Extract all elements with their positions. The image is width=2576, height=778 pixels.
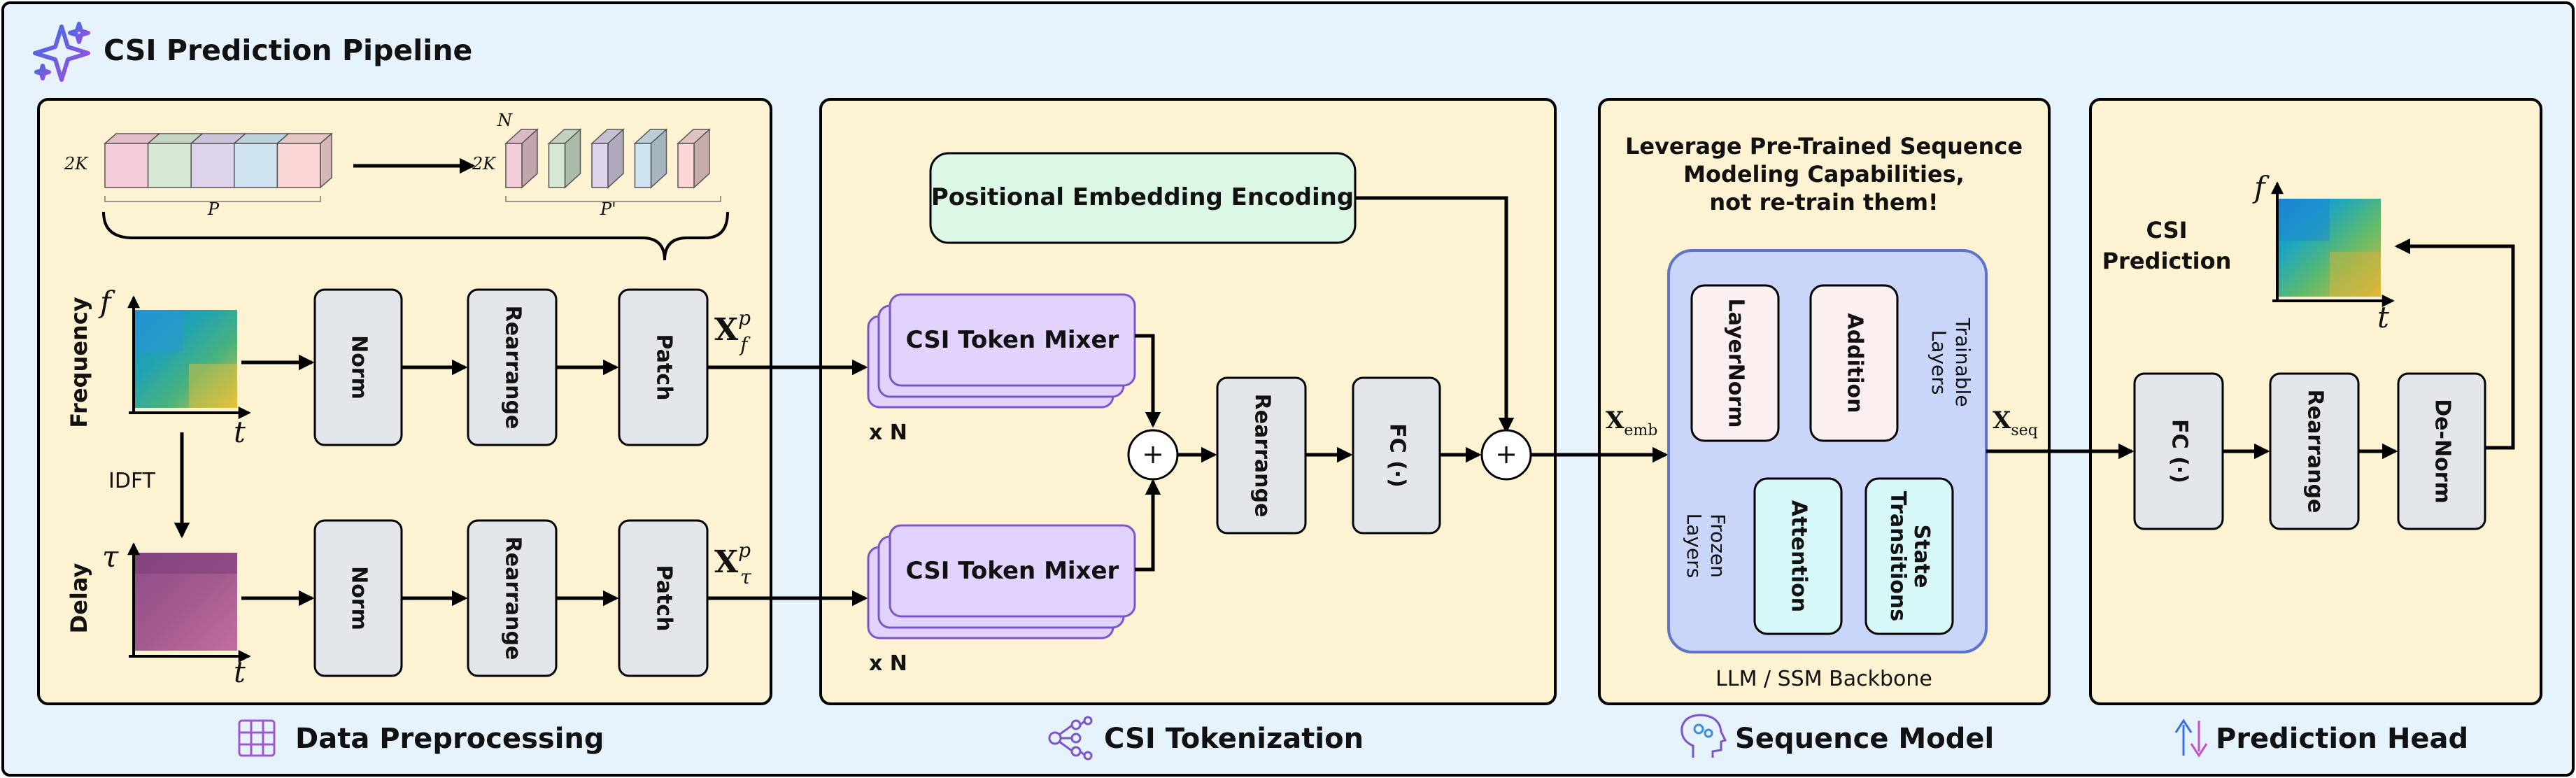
cube-face bbox=[276, 143, 321, 188]
addition-label: Addition bbox=[1843, 313, 1867, 413]
cube-face bbox=[591, 143, 609, 188]
section-label-sequence-model: Sequence Model bbox=[1735, 723, 1994, 755]
sequence-headline: Leverage Pre-Trained Sequence Modeling C… bbox=[1625, 133, 2023, 215]
delay-patch-label: Patch bbox=[652, 565, 677, 632]
delay-row-label: Delay bbox=[66, 563, 92, 634]
prediction-heatmap bbox=[2277, 199, 2381, 297]
token-mixer-stack-bottom bbox=[867, 524, 1136, 639]
section-label-data-preprocessing: Data Preprocessing bbox=[295, 723, 604, 755]
layernorm-block bbox=[1690, 284, 1780, 442]
attention-block bbox=[1753, 477, 1843, 635]
frozen-layers-label: FrozenLayers bbox=[1683, 514, 1729, 579]
cube-face bbox=[505, 143, 523, 188]
cube-face bbox=[104, 143, 149, 188]
headline-line-3: not re-train them! bbox=[1709, 189, 1938, 215]
csi-tensor bbox=[104, 132, 333, 189]
token-mixer-stack-top bbox=[867, 293, 1136, 409]
token-plus-sign: + bbox=[1142, 439, 1164, 469]
mixer-repeat-top: x N bbox=[869, 420, 907, 445]
title-group: CSI Prediction Pipeline bbox=[33, 22, 472, 82]
delay-y-label: τ bbox=[102, 539, 119, 574]
embedding-plus-sign: + bbox=[1495, 439, 1517, 469]
tensor-dim-height: 2K bbox=[64, 154, 89, 174]
layernorm-label: LayerNorm bbox=[1724, 299, 1748, 428]
denorm-to-output-arrow bbox=[2394, 238, 2515, 450]
state-transitions-block bbox=[1864, 477, 1954, 635]
delay-norm-label: Norm bbox=[347, 566, 371, 630]
cube-face bbox=[147, 143, 192, 188]
mixer-repeat-bottom: x N bbox=[869, 651, 907, 676]
mixer-bottom-to-plus-arrow bbox=[1135, 479, 1161, 572]
frequency-x-label: t bbox=[234, 415, 246, 449]
idft-label: IDFT bbox=[108, 469, 156, 493]
delay-heatmap bbox=[134, 553, 237, 651]
brain-head-icon bbox=[1680, 714, 1727, 758]
cube-face bbox=[190, 143, 235, 188]
x-seq-label: Xseq bbox=[1993, 406, 2038, 439]
trainable-layers-label: TrainableLayers bbox=[1927, 317, 1974, 406]
sparkle-icon bbox=[33, 22, 90, 82]
token-mixer-label-top: CSI Token Mixer bbox=[906, 326, 1119, 354]
patch-brace bbox=[102, 211, 729, 261]
mixer-top-to-plus-arrow bbox=[1135, 334, 1161, 428]
prediction-x-label: t bbox=[2377, 300, 2389, 334]
token-rearrange-label: Rearrange bbox=[1250, 394, 1275, 518]
frequency-patch-label: Patch bbox=[652, 334, 677, 401]
tensor-dim-width: P bbox=[207, 199, 220, 219]
tree-icon bbox=[1048, 716, 1093, 761]
section-label-csi-tokenization: CSI Tokenization bbox=[1104, 723, 1364, 755]
head-fc-label: FC (·) bbox=[2167, 419, 2192, 483]
csi-patches bbox=[504, 128, 711, 189]
positional-to-plus-arrow bbox=[1355, 196, 1515, 434]
frequency-norm-label: Norm bbox=[347, 335, 371, 399]
patches-dim-depth: N bbox=[497, 111, 513, 130]
up-down-arrows-icon bbox=[2174, 719, 2208, 758]
headline-line-1: Leverage Pre-Trained Sequence bbox=[1625, 133, 2023, 160]
x-emb-label: Xemb bbox=[1606, 406, 1657, 439]
grid-icon bbox=[238, 719, 276, 757]
backbone-label: LLM / SSM Backbone bbox=[1715, 667, 1932, 691]
cube-face bbox=[634, 143, 652, 188]
section-label-prediction-head: Prediction Head bbox=[2216, 723, 2468, 755]
cube-face bbox=[677, 143, 695, 188]
head-denorm-block bbox=[2397, 372, 2486, 530]
frequency-rearrange-label: Rearrange bbox=[501, 306, 525, 430]
tensor-width-bracket bbox=[104, 196, 321, 202]
cube-face bbox=[234, 143, 278, 188]
token-mixer-label-bottom: CSI Token Mixer bbox=[906, 557, 1119, 585]
attention-label: Attention bbox=[1787, 500, 1811, 612]
positional-embedding-label: Positional Embedding Encoding bbox=[931, 183, 1354, 211]
delay-rearrange-label: Rearrange bbox=[501, 537, 525, 660]
head-denorm-label: De-Norm bbox=[2430, 399, 2455, 503]
patches-dim-width: P' bbox=[600, 199, 616, 219]
frequency-row-label: Frequency bbox=[66, 297, 92, 427]
patches-dim-height: 2K bbox=[472, 154, 497, 174]
head-rearrange-label: Rearrange bbox=[2303, 390, 2328, 514]
headline-line-2: Modeling Capabilities, bbox=[1683, 161, 1965, 188]
token-fc-label: FC (·) bbox=[1385, 423, 1410, 488]
state-transitions-label: StateTransitions bbox=[1885, 491, 1934, 621]
delay-x-label: t bbox=[234, 655, 246, 689]
patches-width-bracket bbox=[505, 196, 721, 202]
frequency-heatmap bbox=[134, 310, 237, 408]
cube-face bbox=[320, 132, 332, 189]
addition-block bbox=[1809, 284, 1899, 442]
page-title: CSI Prediction Pipeline bbox=[104, 34, 472, 67]
cube-face bbox=[548, 143, 566, 188]
